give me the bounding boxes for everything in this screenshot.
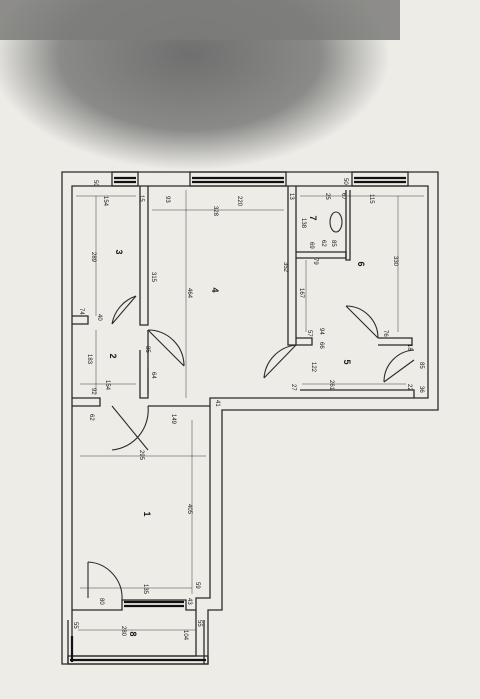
dim-22: 22 (406, 384, 412, 391)
dim-167: 167 (298, 288, 304, 299)
dim-280: 280 (120, 626, 126, 637)
wall-room7-right (345, 190, 351, 261)
dim-183: 183 (86, 354, 92, 365)
dim-289: 289 (90, 252, 96, 263)
dim-64: 64 (150, 372, 156, 379)
dim-18: 18 (406, 344, 412, 351)
dim-220: 220 (236, 196, 242, 207)
door-room6 (345, 305, 379, 339)
wall-room7-bottom (296, 251, 347, 259)
room-label-1: 1 (142, 511, 152, 516)
dimension-labels: 50 154 15 93 328 220 13 50 25 67 115 289… (72, 178, 424, 641)
room-label-8: 8 (128, 631, 138, 636)
dim-50: 50 (92, 180, 98, 187)
shadow (0, 0, 390, 170)
walls (61, 171, 439, 665)
dim-41: 41 (214, 400, 220, 407)
dim-352: 352 (282, 262, 288, 273)
dim-261: 261 (328, 380, 334, 391)
dim-315: 315 (150, 272, 156, 283)
dim-79: 79 (312, 258, 318, 265)
window-glass (70, 176, 406, 662)
dim-85-hall: 85 (144, 346, 150, 353)
dim-85-door: 85 (418, 362, 424, 369)
room-label-7: 7 (308, 215, 318, 220)
dim-55-right: 55 (196, 620, 202, 627)
dim-57: 57 (306, 330, 312, 337)
dim-154: 154 (102, 196, 108, 207)
dim-36: 36 (418, 386, 424, 393)
room-label-6: 6 (356, 261, 366, 266)
dim-66: 66 (318, 342, 324, 349)
door-balcony (87, 561, 123, 601)
dim-122: 122 (310, 362, 316, 373)
dim-67: 67 (340, 193, 346, 200)
dim-328: 328 (212, 206, 218, 217)
wall-room6-bottom (296, 337, 313, 346)
wall-room2-bottom (72, 397, 101, 407)
wall-hall-right (139, 330, 149, 399)
dim-15: 15 (138, 195, 144, 202)
dim-93: 93 (164, 196, 170, 203)
dim-43: 43 (186, 598, 192, 605)
shadow-band (0, 0, 400, 40)
dim-92: 92 (90, 388, 96, 395)
wall-room3-right (139, 186, 149, 326)
dim-135: 135 (142, 584, 148, 595)
dim-295: 295 (138, 450, 144, 461)
dimension-lines (76, 190, 424, 631)
room-label-2: 2 (108, 353, 118, 358)
window-top-middle (189, 171, 287, 187)
dim-69: 69 (308, 242, 314, 249)
window-top-left (111, 171, 139, 187)
dim-85: 85 (330, 240, 336, 247)
dim-62-room1: 62 (88, 414, 94, 421)
dim-149: 149 (170, 414, 176, 425)
dim-330: 330 (392, 256, 398, 267)
door-room5-left (263, 344, 297, 379)
dim-59: 59 (194, 582, 200, 589)
wall-room5-bottom (300, 389, 415, 398)
dim-80: 80 (98, 598, 104, 605)
dim-27: 27 (290, 384, 296, 391)
dim-74: 74 (78, 308, 84, 315)
dim-76: 76 (382, 330, 388, 337)
door-room1 (111, 405, 149, 451)
dim-94: 94 (318, 328, 324, 335)
dim-104: 104 (182, 630, 188, 641)
door-room4 (147, 329, 185, 367)
door-room7 (329, 211, 343, 233)
wall-room6-bottom-right (378, 337, 413, 346)
room-label-3: 3 (114, 249, 124, 254)
room-label-5: 5 (342, 359, 352, 364)
doors (87, 211, 415, 601)
window-top-right (351, 171, 409, 187)
door-room5-right (383, 349, 415, 383)
dim-138: 138 (300, 218, 306, 229)
room-labels: 1 2 3 4 5 6 7 8 (108, 215, 366, 636)
dim-13: 13 (288, 193, 294, 200)
dim-464: 464 (186, 288, 192, 299)
door-room3 (111, 295, 137, 325)
dim-154-hall: 154 (104, 380, 110, 391)
dim-55: 55 (72, 622, 78, 629)
wall-room1-bottom (72, 599, 196, 611)
wall-room3-bottom (72, 315, 89, 325)
room-label-4: 4 (210, 287, 220, 292)
wall-room4-right (287, 186, 297, 346)
dim-62: 62 (320, 240, 326, 247)
dim-40: 40 (96, 314, 102, 321)
dim-50-right: 50 (342, 178, 348, 185)
dim-25: 25 (324, 193, 330, 200)
dim-115: 115 (368, 194, 374, 204)
dim-405: 405 (186, 504, 192, 515)
